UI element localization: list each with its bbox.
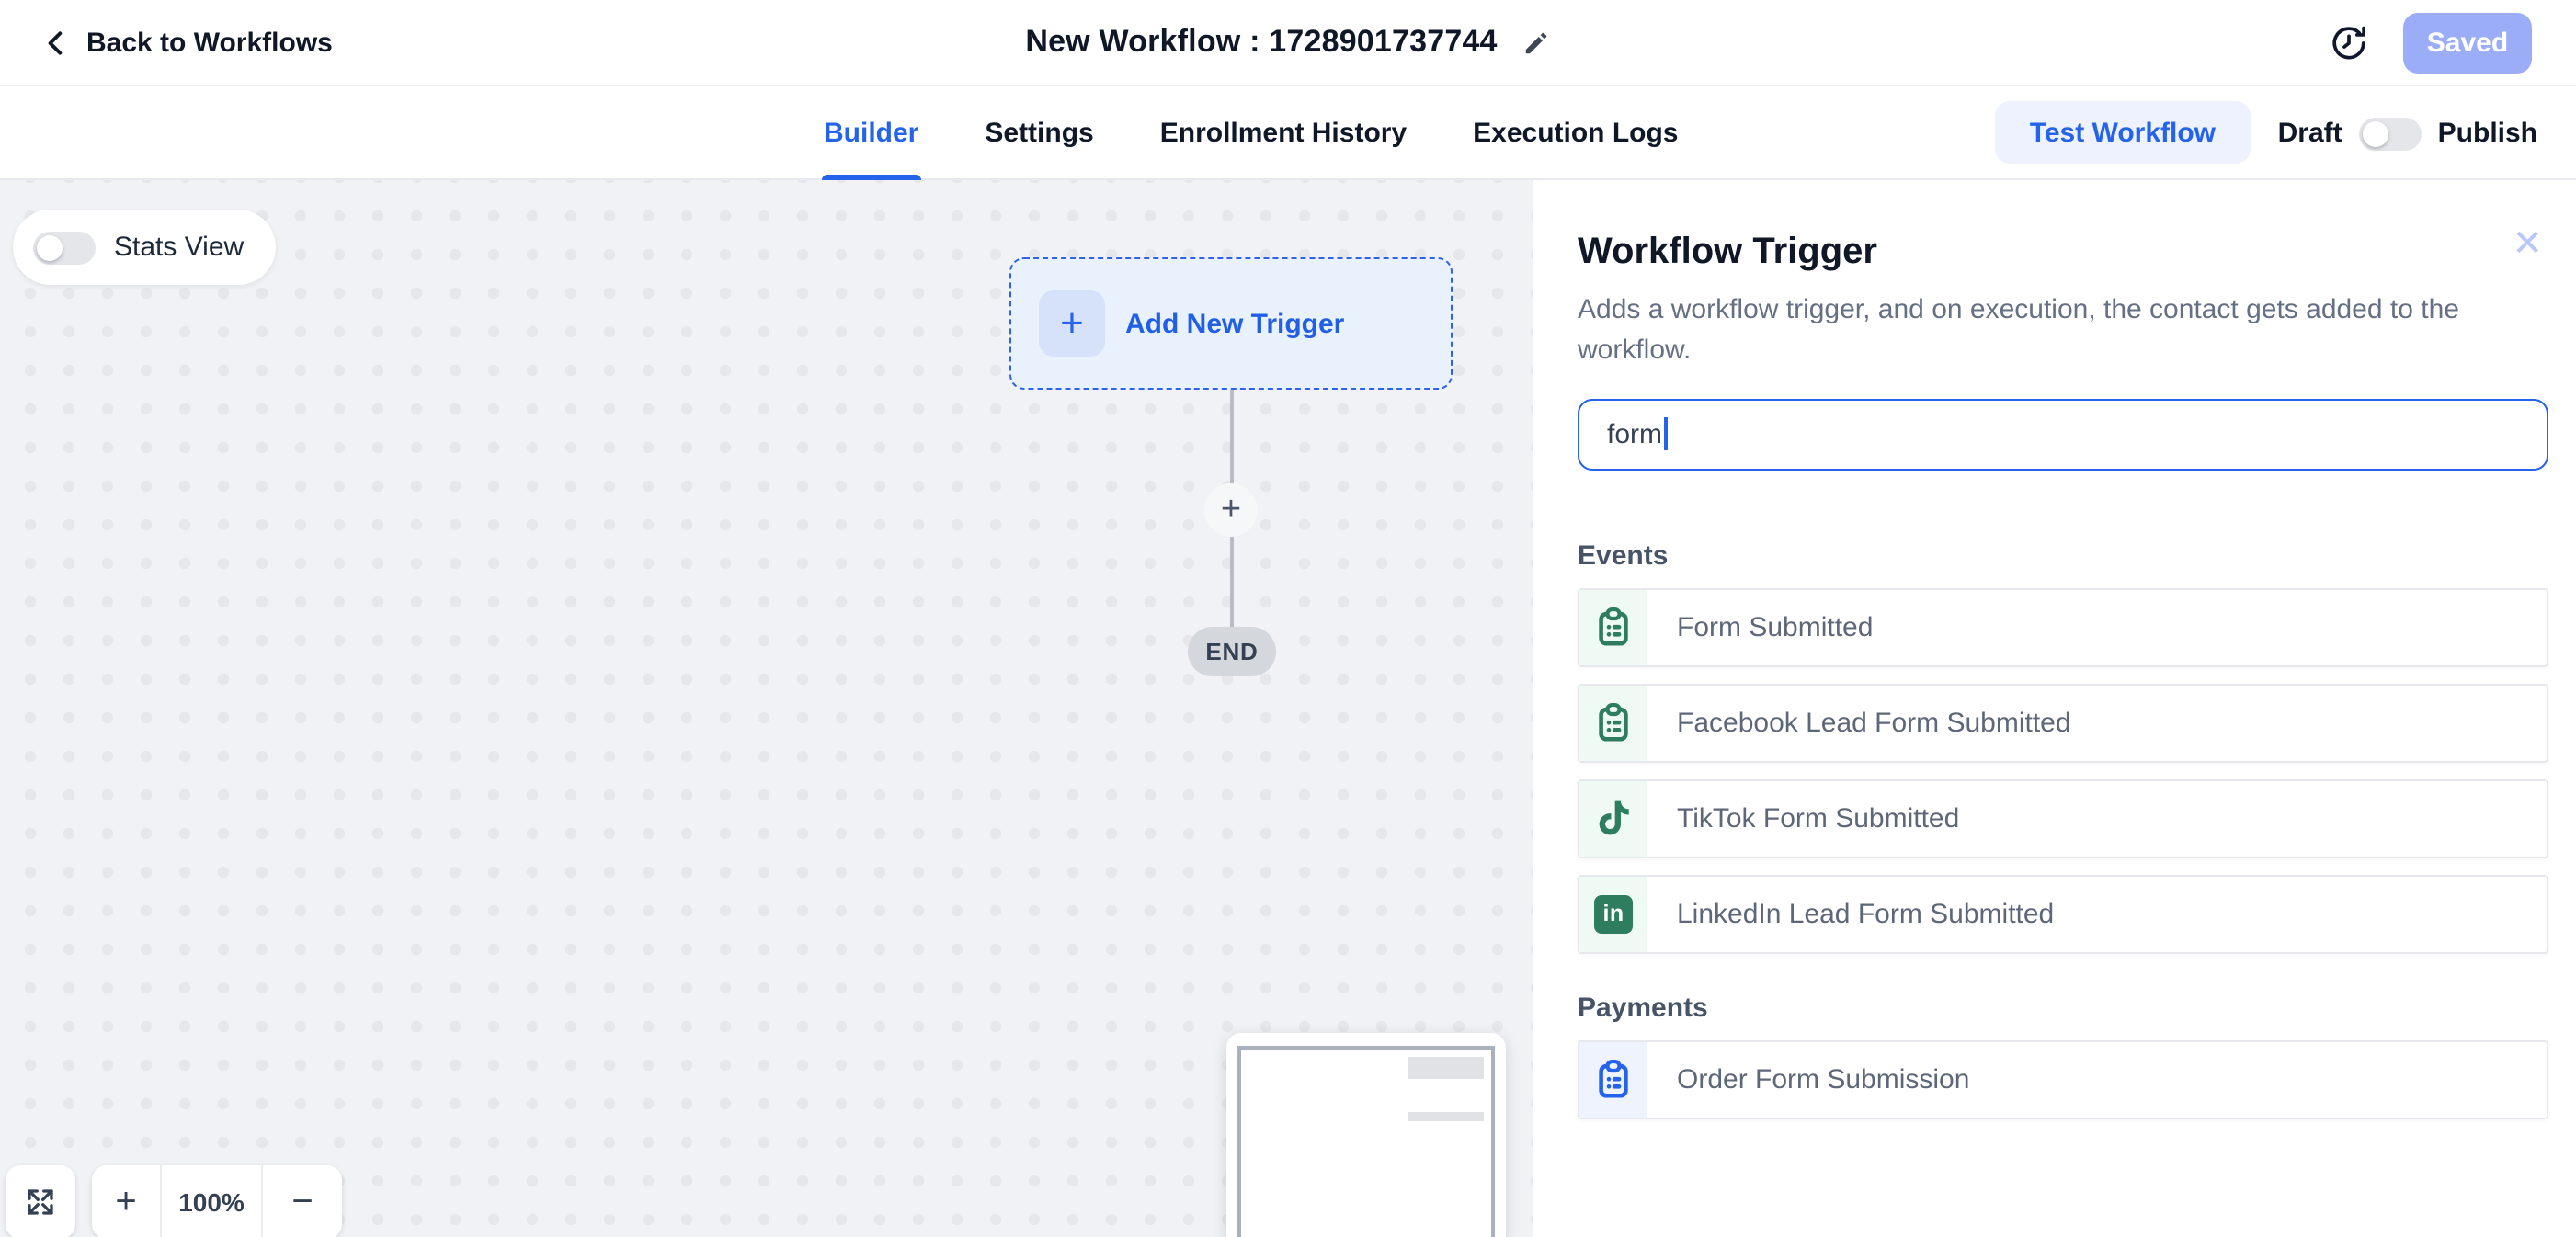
stats-view-label: Stats View (114, 232, 245, 263)
back-label: Back to Workflows (86, 27, 333, 58)
publish-controls: Draft Publish (2278, 86, 2537, 180)
clock-history-icon (2332, 26, 2365, 60)
trigger-item-label: Facebook Lead Form Submitted (1677, 707, 2071, 738)
publish-toggle[interactable] (2358, 117, 2422, 150)
workflow-title: New Workflow : 1728901737744 (1025, 24, 1498, 59)
trigger-section: Events Form Submitted Facebook Lead Form… (1578, 539, 2548, 953)
draft-label: Draft (2277, 118, 2342, 149)
search-value: form (1607, 418, 1662, 449)
workflow-canvas[interactable]: Stats View + Add New Trigger + END + 100… (0, 180, 1533, 1237)
trigger-item[interactable]: TikTok Form Submitted (1578, 778, 2548, 857)
trigger-item-label: TikTok Form Submitted (1677, 802, 1960, 834)
trigger-search-input[interactable]: form (1578, 398, 2548, 470)
panel-description: Adds a workflow trigger, and on executio… (1578, 294, 2459, 366)
tab-enrollment-history[interactable]: Enrollment History (1159, 118, 1408, 149)
stats-view-control: Stats View (13, 210, 276, 285)
edit-title-button[interactable] (1523, 28, 1551, 56)
tab-execution-logs[interactable]: Execution Logs (1473, 118, 1679, 149)
minimap[interactable] (1226, 1033, 1506, 1237)
trigger-item-label: LinkedIn Lead Form Submitted (1677, 898, 2055, 929)
saved-button[interactable]: Saved (2403, 13, 2532, 74)
trigger-item[interactable]: Order Form Submission (1578, 1039, 2548, 1118)
trigger-item[interactable]: Facebook Lead Form Submitted (1578, 683, 2548, 762)
stats-view-toggle-knob (37, 234, 63, 260)
stats-view-toggle[interactable] (33, 231, 96, 264)
clipboard-icon (1599, 701, 1628, 741)
add-step-button[interactable]: + (1204, 483, 1258, 537)
section-title: Payments (1578, 992, 1708, 1023)
workflow-title-wrap: New Workflow : 1728901737744 (1025, 24, 1550, 61)
top-bar: Back to Workflows New Workflow : 1728901… (0, 0, 2576, 86)
minimap-node-end (1408, 1112, 1484, 1121)
chevron-left-icon (48, 30, 63, 54)
zoom-level: 100% (162, 1165, 263, 1237)
item-icon-strip (1579, 1041, 1647, 1117)
expand-icon (28, 1189, 53, 1215)
clipboard-icon (1599, 1058, 1628, 1097)
trigger-item[interactable]: in LinkedIn Lead Form Submitted (1578, 874, 2548, 953)
clipboard-icon (1599, 606, 1628, 645)
linkedin-icon: in (1594, 894, 1633, 933)
trigger-item-label: Order Form Submission (1677, 1063, 1970, 1095)
section-title: Events (1578, 539, 1669, 571)
item-icon-strip (1579, 685, 1647, 760)
tabs: Builder Settings Enrollment History Exec… (822, 86, 1679, 180)
tab-settings[interactable]: Settings (985, 118, 1094, 149)
zoom-out-button[interactable]: − (291, 1181, 313, 1221)
trigger-item-label: Form Submitted (1677, 611, 1874, 642)
publish-label: Publish (2437, 118, 2537, 149)
add-new-trigger-label: Add New Trigger (1125, 308, 1345, 339)
plus-icon: + (1039, 290, 1105, 357)
minimap-node-trigger (1408, 1057, 1484, 1079)
item-icon-strip: in (1579, 876, 1647, 951)
back-to-workflows-link[interactable]: Back to Workflows (40, 27, 333, 58)
close-icon[interactable]: ✕ (2512, 224, 2543, 265)
test-workflow-button[interactable]: Test Workflow (1994, 101, 2251, 164)
zoom-in-button[interactable]: + (92, 1165, 162, 1237)
trigger-sections: Events Form Submitted Facebook Lead Form… (1578, 539, 2548, 1118)
item-icon-strip (1579, 780, 1647, 856)
text-caret (1664, 417, 1668, 450)
trigger-section: Payments Order Form Submission (1578, 992, 2548, 1118)
publish-toggle-knob (2362, 120, 2388, 146)
version-history-button[interactable] (2330, 24, 2368, 62)
end-node: END (1188, 627, 1276, 676)
fit-view-button[interactable] (6, 1165, 75, 1237)
tiktok-icon (1598, 800, 1628, 835)
tab-bar: Builder Settings Enrollment History Exec… (0, 86, 2576, 180)
tab-builder[interactable]: Builder (822, 86, 920, 180)
trigger-item[interactable]: Form Submitted (1578, 587, 2548, 666)
pencil-icon (1526, 31, 1547, 53)
add-new-trigger-node[interactable]: + Add New Trigger (1009, 257, 1453, 390)
workflow-trigger-panel: Workflow Trigger ✕ Adds a workflow trigg… (1533, 180, 2576, 1237)
item-icon-strip (1579, 589, 1647, 664)
panel-title: Workflow Trigger (1578, 232, 1877, 272)
zoom-group: + 100% − (92, 1165, 342, 1237)
